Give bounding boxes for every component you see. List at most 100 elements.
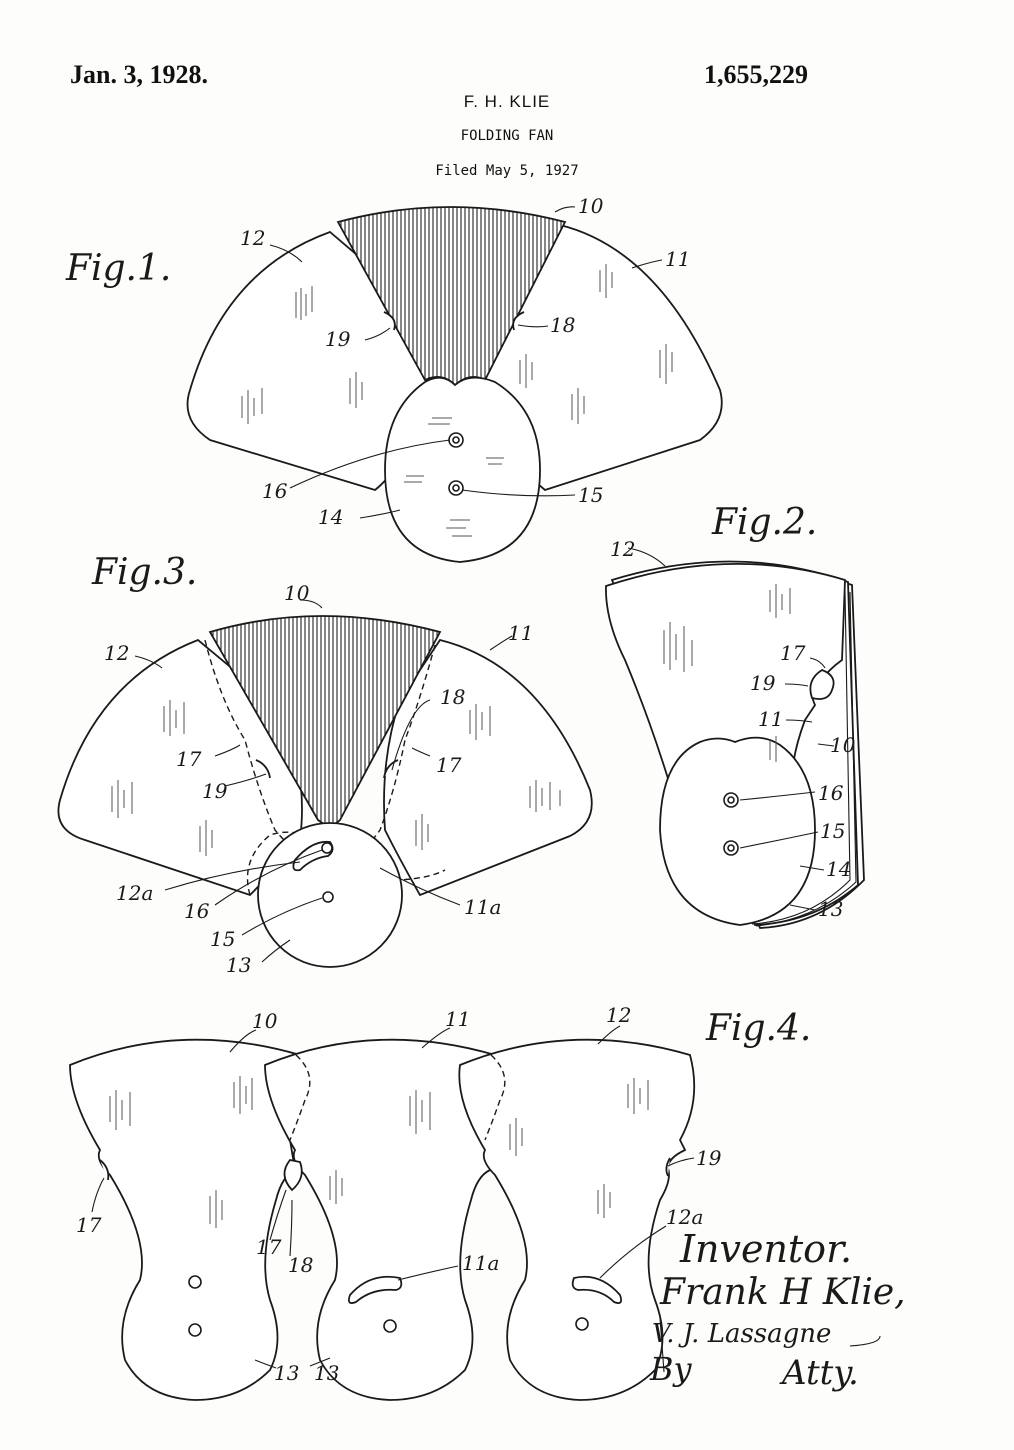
fig2-blade-12 — [605, 563, 846, 791]
fig3-ref: 11a — [464, 895, 501, 919]
by-label: By — [649, 1350, 693, 1388]
fig4-notch-19 — [665, 1157, 671, 1177]
fig4-ref: 13 — [274, 1361, 299, 1385]
fig1-shading — [241, 264, 673, 537]
fig4-leader-12a — [599, 1225, 667, 1279]
fig2-shading — [663, 584, 791, 762]
fig4-blade-12 — [458, 1038, 696, 1401]
fig3-ref: 12 — [104, 641, 129, 665]
fig1-leader-16 — [289, 439, 451, 489]
fig3-ref: 16 — [184, 899, 210, 923]
fig3-leader-12a — [164, 861, 301, 891]
fig4-notch-18 — [283, 1159, 303, 1192]
fig4-ref: 19 — [696, 1146, 722, 1170]
fig2-leader-11 — [785, 719, 813, 723]
fig2-ref: 17 — [780, 641, 806, 665]
fig1-leader-19 — [364, 327, 391, 341]
fig4-ref: 12a — [666, 1205, 703, 1229]
patent-number: 1,655,229 — [704, 60, 808, 89]
fig4-ref: 12 — [606, 1003, 631, 1027]
inventor-caption: Inventor. — [679, 1227, 852, 1271]
fig1-ref: 10 — [578, 194, 604, 218]
fig3-ref: 17 — [436, 753, 462, 777]
fig4-leader-18 — [289, 1199, 293, 1257]
fig4-leader-11a — [397, 1265, 459, 1281]
fig3-ref: 17 — [176, 747, 202, 771]
fig2-leader-10 — [817, 743, 835, 747]
figure-3: 10 11 12 18 17 17 19 12a 16 15 13 11a Fi… — [57, 552, 593, 977]
signature-block: Inventor. Frank H Klie, V. J. Lassagne B… — [649, 1227, 906, 1393]
fig1-ref: 15 — [578, 483, 603, 507]
signature-underline — [849, 1335, 881, 1347]
figure-4: 10 11 12 19 17 17 18 11a 12a 13 13 Fig.4… — [69, 1003, 811, 1401]
fig3-leader-17-left — [214, 744, 241, 757]
invention-title: FOLDING FAN — [460, 128, 554, 144]
fig3-leader-17-right — [411, 747, 431, 757]
fig4-leader-12 — [597, 1025, 621, 1045]
fig4-hidden-edge-10 — [289, 1054, 311, 1141]
fig2-ref: 15 — [820, 819, 845, 843]
fig2-ref: 11 — [758, 707, 783, 731]
inventor-header: F. H. KLIE — [463, 92, 551, 111]
fig3-shading — [111, 700, 561, 856]
fig3-leader-18 — [391, 699, 431, 771]
atty-label: Atty. — [779, 1353, 859, 1393]
fig4-ref: 13 — [314, 1361, 339, 1385]
fig3-ref: 13 — [226, 953, 251, 977]
fig3-ref: 11 — [508, 621, 533, 645]
fig1-ref: 14 — [318, 505, 343, 529]
fig2-leader-12 — [627, 547, 666, 567]
fig2-ref: 19 — [750, 671, 776, 695]
fig4-rivet-upper — [188, 1275, 202, 1289]
fig4-ref: 17 — [76, 1213, 102, 1237]
fig3-ref: 15 — [210, 927, 235, 951]
fig3-leader-10 — [299, 599, 323, 609]
fig3-leader-16 — [214, 849, 323, 906]
fig2-label: Fig.2. — [711, 502, 817, 543]
fig4-ref: 11 — [445, 1007, 470, 1031]
fig3-leader-11 — [489, 635, 513, 651]
fig2-leader-15 — [739, 831, 819, 849]
attorney-signature: V. J. Lassagne — [652, 1319, 831, 1349]
fig3-leader-12 — [134, 655, 163, 669]
fig3-leader-15 — [241, 897, 323, 936]
fig4-notch-17 — [99, 1159, 110, 1181]
fig2-leader-16 — [739, 791, 816, 801]
fig3-ref: 19 — [202, 779, 228, 803]
fig1-rivet-15-inner — [452, 484, 460, 492]
figure-2: 12 17 19 11 10 16 15 14 13 Fig.2. — [605, 502, 865, 929]
fig4-label: Fig.4. — [705, 1008, 811, 1049]
signature-flourish — [659, 1317, 665, 1373]
fig1-leader-14 — [359, 509, 401, 519]
fig4-hidden-edge-11 — [484, 1054, 506, 1141]
fig1-ref: 18 — [550, 313, 575, 337]
fig3-leader-19 — [224, 773, 267, 787]
fig4-leader-17-mid — [269, 1189, 287, 1241]
filing-date: Filed May 5, 1927 — [435, 163, 579, 179]
fig4-leader-10 — [229, 1029, 257, 1053]
fig3-leader-13 — [261, 939, 291, 963]
figure-1: 10 11 12 18 19 16 15 14 Fig.1. — [65, 194, 723, 563]
fig1-leader-15 — [461, 489, 576, 497]
fig4-rivet-lower — [188, 1323, 202, 1337]
fig3-ref: 10 — [284, 581, 310, 605]
fig1-leader-10 — [554, 206, 576, 213]
fig1-handle-14 — [384, 376, 541, 563]
fig3-notch-19 — [255, 759, 271, 779]
fig1-leader-12 — [269, 244, 303, 263]
fig4-leader-13-mid — [309, 1357, 331, 1367]
fig3-rivet-15 — [322, 891, 334, 903]
fig4-rivet-12 — [575, 1317, 589, 1331]
fig4-leader-19 — [667, 1157, 695, 1167]
fig2-leader-13 — [789, 904, 816, 911]
fig2-leader-14 — [799, 865, 825, 871]
fig1-leader-11 — [631, 259, 663, 269]
fig4-leader-13-left — [254, 1359, 277, 1369]
fig1-rivet-16-inner — [452, 436, 460, 444]
fig4-leader-11 — [421, 1027, 451, 1049]
fig4-slot-12a — [571, 1275, 623, 1304]
fig2-notch-19 — [809, 669, 835, 700]
fig4-ref: 17 — [256, 1235, 282, 1259]
